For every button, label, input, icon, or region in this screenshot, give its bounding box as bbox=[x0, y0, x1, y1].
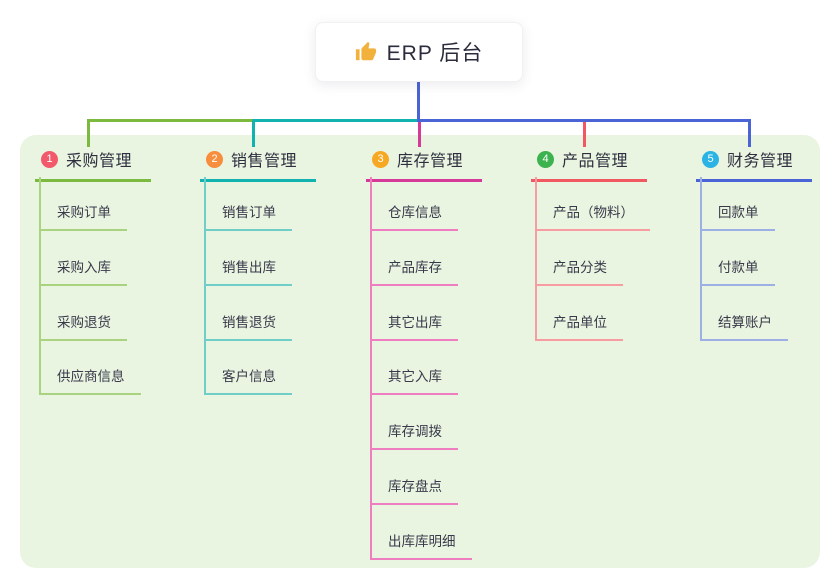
branches-panel bbox=[20, 135, 820, 568]
branch-connector-line bbox=[252, 119, 420, 122]
branch-trunk-line bbox=[700, 177, 702, 341]
leaf-node[interactable]: 采购订单 bbox=[39, 204, 127, 231]
root-node[interactable]: ERP 后台 bbox=[315, 22, 523, 82]
leaf-node[interactable]: 仓库信息 bbox=[370, 204, 458, 231]
branch-connector-drop bbox=[418, 122, 421, 147]
branch-node-5[interactable]: 5 财务管理 bbox=[696, 147, 813, 182]
leaf-node[interactable]: 回款单 bbox=[700, 204, 775, 231]
thumbs-up-icon bbox=[355, 41, 377, 63]
leaf-node[interactable]: 产品分类 bbox=[535, 259, 623, 286]
branch-node-4[interactable]: 4 产品管理 bbox=[531, 147, 648, 182]
leaf-node[interactable]: 库存盘点 bbox=[370, 478, 458, 505]
leaf-node[interactable]: 结算账户 bbox=[700, 314, 788, 341]
branch-connector-drop bbox=[252, 122, 255, 147]
leaf-node[interactable]: 采购退货 bbox=[39, 314, 127, 341]
branch-trunk-line bbox=[370, 177, 372, 560]
branch-index-badge: 1 bbox=[41, 150, 58, 168]
leaf-node[interactable]: 库存调拨 bbox=[370, 423, 458, 451]
branch-node-3[interactable]: 3 库存管理 bbox=[366, 147, 483, 182]
branch-index-badge: 3 bbox=[372, 150, 389, 168]
root-connector-line bbox=[417, 82, 420, 122]
leaf-node[interactable]: 产品库存 bbox=[370, 259, 458, 286]
leaf-node[interactable]: 产品单位 bbox=[535, 314, 623, 341]
leaf-node[interactable]: 客户信息 bbox=[204, 368, 292, 396]
branch-label: 库存管理 bbox=[397, 153, 464, 170]
leaf-node[interactable]: 销售出库 bbox=[204, 259, 292, 286]
branch-label: 财务管理 bbox=[727, 153, 794, 170]
branch-label: 销售管理 bbox=[231, 153, 298, 170]
leaf-node[interactable]: 采购入库 bbox=[39, 259, 127, 286]
branch-connector-drop bbox=[87, 122, 90, 147]
branch-index-badge: 2 bbox=[206, 150, 223, 168]
branch-node-1[interactable]: 1 采购管理 bbox=[35, 147, 152, 182]
branch-connector-line bbox=[417, 119, 751, 122]
branch-connector-drop bbox=[583, 122, 586, 147]
leaf-node[interactable]: 其它入库 bbox=[370, 368, 458, 396]
branch-trunk-line bbox=[535, 177, 537, 341]
leaf-node[interactable]: 销售退货 bbox=[204, 314, 292, 341]
branch-node-2[interactable]: 2 销售管理 bbox=[200, 147, 317, 182]
branch-index-badge: 4 bbox=[537, 150, 554, 168]
branch-index-badge: 5 bbox=[702, 150, 719, 168]
leaf-node[interactable]: 产品（物料） bbox=[535, 204, 650, 231]
branch-label: 产品管理 bbox=[562, 153, 629, 170]
branch-label: 采购管理 bbox=[66, 153, 133, 170]
leaf-node[interactable]: 销售订单 bbox=[204, 204, 292, 231]
leaf-node[interactable]: 其它出库 bbox=[370, 314, 458, 341]
leaf-node[interactable]: 出库库明细 bbox=[370, 533, 472, 560]
root-label: ERP 后台 bbox=[386, 42, 484, 65]
branch-trunk-line bbox=[204, 177, 206, 396]
branch-connector-drop bbox=[748, 122, 751, 147]
leaf-node[interactable]: 供应商信息 bbox=[39, 368, 141, 396]
branch-trunk-line bbox=[39, 177, 41, 396]
leaf-node[interactable]: 付款单 bbox=[700, 259, 775, 286]
